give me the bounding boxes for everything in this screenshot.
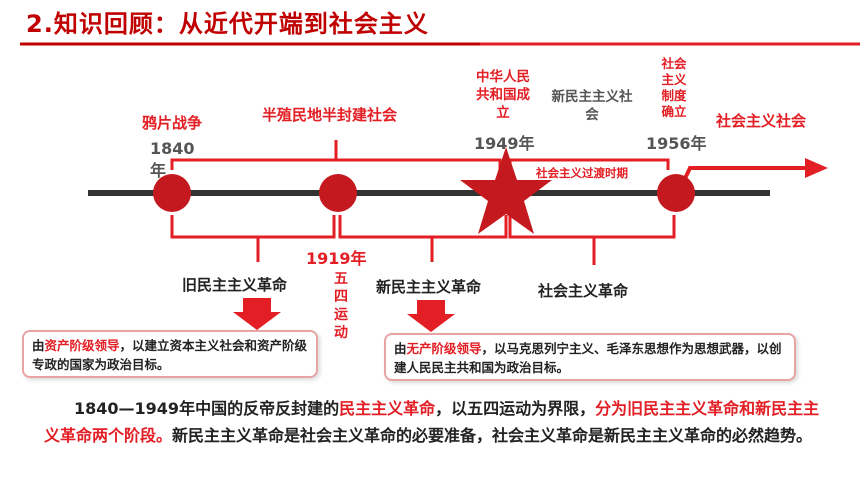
label-year-1840: 1840年 — [150, 139, 195, 180]
box-right-prefix: 由 — [394, 341, 407, 356]
box-left-prefix: 由 — [32, 338, 45, 353]
label-prc-founded: 中华人民共和国成立 — [476, 69, 530, 121]
arrow-down-old — [233, 298, 281, 330]
box-right-text: ，以马克思列宁主义、毛泽东思想作为思想武器，以创建人民民主共和国为政治目标。 — [394, 341, 782, 375]
summary-part1: 1840—1949年中国的反帝反封建的 — [74, 399, 340, 418]
label-year-1949: 1949年 — [474, 134, 535, 153]
socialism-path — [676, 166, 805, 194]
label-semi-colonial: 半殖民地半封建社会 — [262, 106, 398, 124]
label-new-democratic-revolution: 新民主主义革命 — [376, 278, 482, 296]
box-old-revolution: 由资产阶级领导，以建立资本主义社会和资产阶级专政的国家为政治目标。 — [22, 330, 318, 378]
label-year-1956: 1956年 — [646, 134, 707, 153]
bracket-new-revolution — [338, 215, 508, 239]
label-transition-period: 社会主义过渡时期 — [536, 166, 628, 180]
bracket-old-revolution — [170, 215, 336, 239]
page-title: 2.知识回顾：从近代开端到社会主义 — [26, 10, 429, 38]
box-left-text: ，以建立资本主义社会和资产阶级专政的国家为政治目标。 — [32, 338, 308, 372]
label-old-democratic-revolution: 旧民主主义革命 — [182, 276, 288, 294]
summary-part3: ，以五四运动为界限， — [435, 399, 596, 418]
label-socialist-system: 社会主义制度确立 — [661, 56, 687, 119]
label-may-fourth: 五四运动 — [334, 271, 348, 341]
label-socialist-society: 社会主义社会 — [716, 112, 807, 130]
star-1949 — [460, 147, 552, 234]
node-1840 — [153, 174, 191, 212]
summary-paragraph: 1840—1949年中国的反帝反封建的民主主义革命，以五四运动为界限，分为旧民主… — [44, 395, 834, 449]
label-opium-war: 鸦片战争 — [142, 114, 203, 132]
box-new-revolution: 由无产阶级领导，以马克思列宁主义、毛泽东思想作为思想武器，以创建人民民主共和国为… — [384, 333, 796, 381]
label-socialist-revolution: 社会主义革命 — [538, 282, 629, 300]
box-left-highlight: 资产阶级领导 — [44, 338, 120, 353]
bracket-socialist-revolution — [508, 215, 676, 239]
socialism-arrow-head — [805, 158, 828, 178]
box-right-highlight: 无产阶级领导 — [406, 341, 482, 356]
arrow-down-new — [407, 300, 455, 332]
node-1919 — [319, 174, 357, 212]
label-year-1919: 1919年 — [306, 249, 367, 268]
summary-part2: 民主主义革命 — [339, 399, 436, 418]
label-new-democratic-society: 新民主主义社会 — [551, 89, 633, 123]
node-1956 — [657, 174, 695, 212]
bracket-semi-colonial — [170, 158, 502, 170]
summary-part4: 分为旧民主主义革命和新民主主义革命两个阶段。 — [44, 399, 820, 445]
summary-part5: 新民主主义革命是社会主义革命的必要准备，社会主义革命是新民主主义革命的必然趋势。 — [172, 426, 813, 445]
